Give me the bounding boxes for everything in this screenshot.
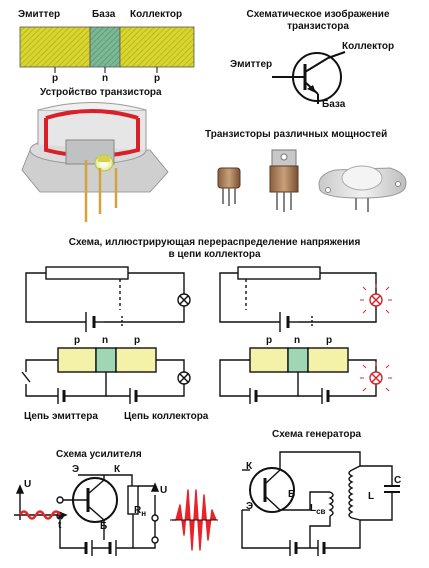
generator-k-label: К: [246, 461, 253, 472]
n-region-base: [89, 26, 121, 68]
output-signal-wave: [170, 489, 218, 551]
left-p2-label: p: [134, 335, 141, 346]
amplifier-e-label: Э: [72, 464, 80, 475]
generator-c-label: C: [394, 475, 402, 486]
emitter-circuit-label: Цепь эмиттера: [24, 411, 98, 422]
generator-l-label: L: [368, 491, 375, 502]
schematic-base-label: База: [322, 99, 346, 110]
base-label: База: [92, 9, 116, 20]
collector-label: Коллектор: [130, 9, 183, 20]
small-transistor: [217, 167, 241, 206]
schematic-title-line2: транзистора: [287, 21, 349, 32]
redistribution-title-line2: в цепи коллектора: [168, 249, 261, 260]
circuit-left-bottom: [21, 347, 191, 404]
p-collector-label: p: [154, 73, 161, 84]
transistor-schematic-symbol: [272, 51, 346, 104]
right-p2-label: p: [326, 335, 333, 346]
left-p1-label: p: [74, 335, 81, 346]
circuit-left-top: [25, 266, 191, 332]
amplifier-t-left-label: t: [58, 520, 62, 531]
redistribution-title-line1: Схема, иллюстрирующая перераспределение …: [68, 237, 361, 248]
amplifier-k-label: К: [114, 464, 121, 475]
schematic-title-line1: Схематическое изображение: [246, 9, 390, 20]
generator-e-label: Э: [246, 501, 254, 512]
power-transistor: [318, 165, 407, 212]
circuit-right-top: [219, 266, 392, 332]
p-region-collector: [119, 26, 195, 68]
amplifier-u-right-label: U: [160, 485, 168, 496]
schematic-collector-label: Коллектор: [342, 41, 395, 52]
structure-caption: Устройство транзистора: [40, 87, 162, 98]
emitter-label: Эмиттер: [18, 9, 61, 20]
power-transistors-title: Транзисторы различных мощностей: [205, 129, 388, 140]
schematic-emitter-label: Эмиттер: [230, 59, 273, 70]
amplifier-b-label: Б: [100, 521, 108, 532]
generator-b-label: Б: [288, 489, 296, 500]
amplifier-circuit: [14, 474, 160, 556]
generator-title: Схема генератора: [272, 429, 362, 440]
circuit-right-bottom: [219, 347, 392, 404]
generator-lcb-label: Lсв: [310, 503, 326, 516]
amplifier-rn-label: Rн: [134, 505, 147, 518]
p-emitter-label: p: [52, 73, 59, 84]
p-region-emitter: [19, 26, 91, 68]
amplifier-title: Схема усилителя: [56, 449, 142, 460]
input-signal-wave: [18, 510, 62, 520]
left-n-label: n: [102, 335, 109, 346]
collector-circuit-label: Цепь коллектора: [124, 411, 209, 422]
medium-transistor: [269, 149, 299, 212]
right-n-label: n: [294, 335, 301, 346]
n-base-label: n: [102, 73, 109, 84]
pnp-structure: [19, 26, 195, 73]
amplifier-u-left-label: U: [24, 479, 32, 490]
transistor-3d-cutaway: [21, 102, 169, 222]
generator-circuit: [241, 451, 400, 556]
right-p1-label: p: [266, 335, 273, 346]
